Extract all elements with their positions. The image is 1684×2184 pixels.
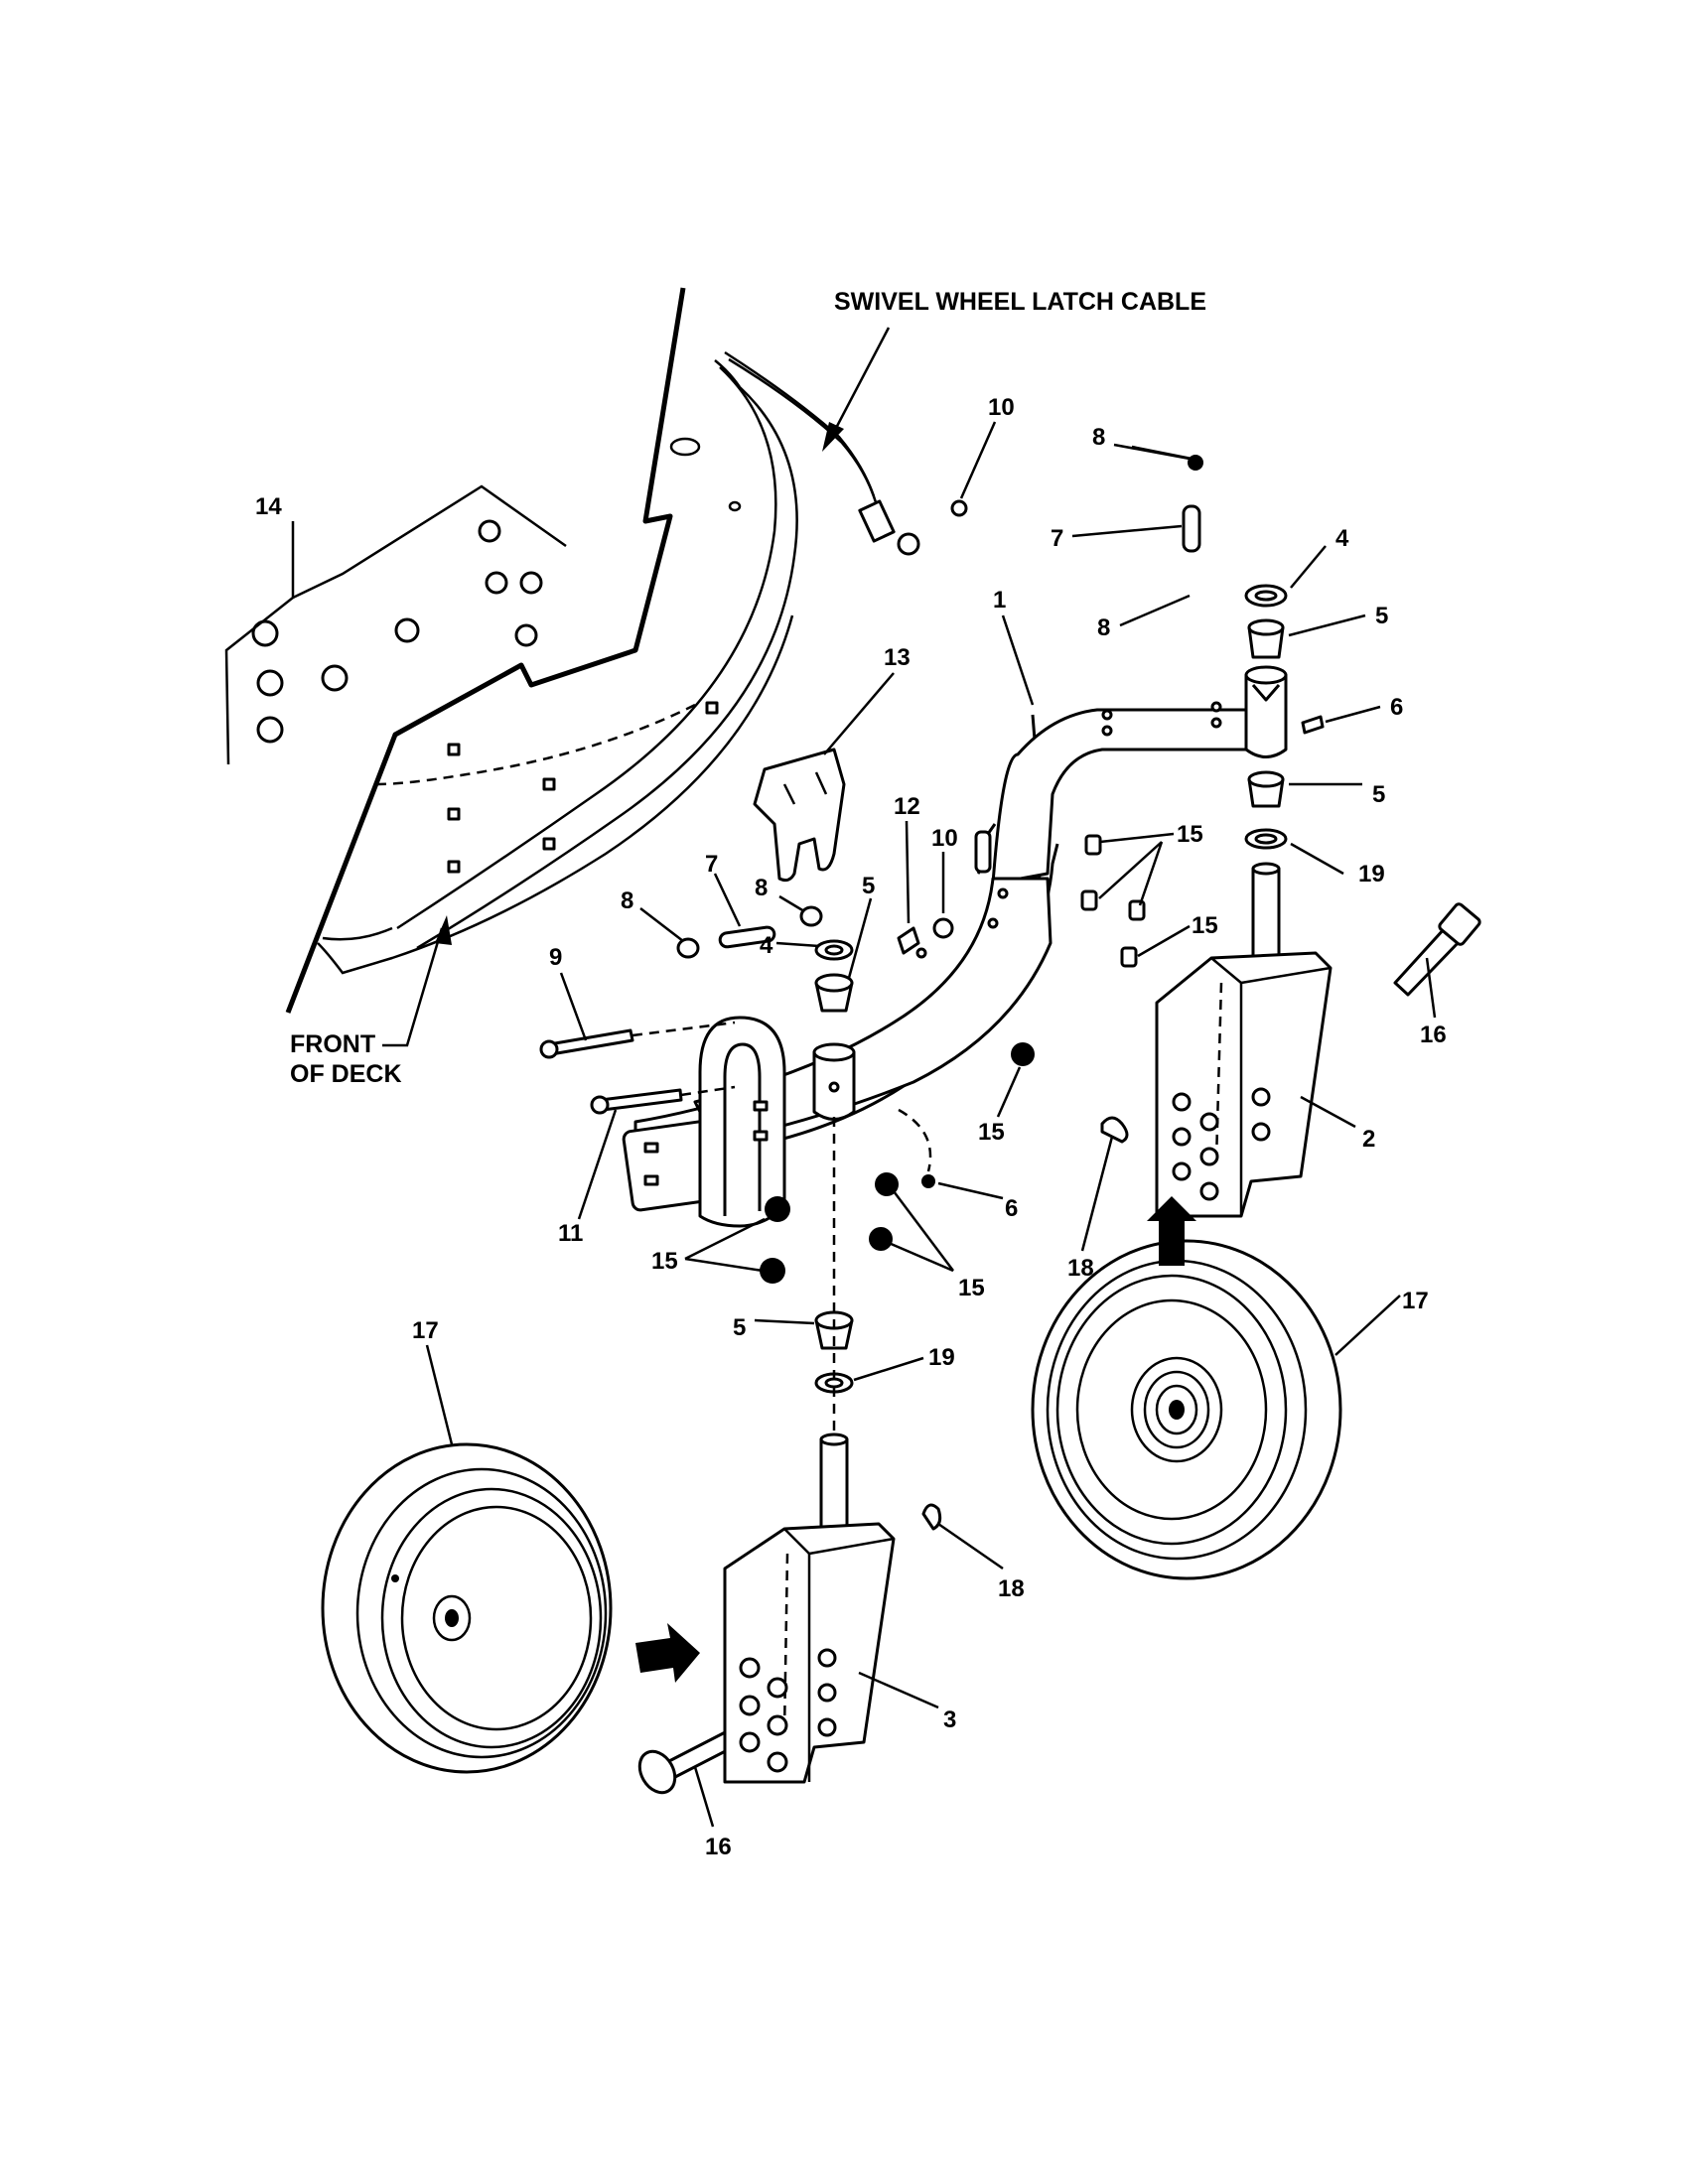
label-part-8-mid: 8 [755,875,768,901]
label-part-5-top: 5 [1375,603,1388,629]
arm-holes [915,701,1222,959]
label-part-10-mid: 10 [931,825,958,852]
caption-front-of-deck-line2: OF DECK [290,1060,402,1088]
label-part-5-mid: 5 [862,873,875,899]
label-part-6-mid: 6 [1005,1195,1018,1222]
deck-slots [447,701,719,874]
label-part-8-top: 8 [1092,424,1105,451]
label-part-17-left: 17 [412,1317,439,1344]
swivel-wheel-latch-cable [724,350,968,556]
arrow-up-icon [1147,1196,1196,1266]
label-part-15-right-lower: 15 [1192,912,1218,939]
part-number-labels: 1 2 3 4 4 5 5 5 5 6 6 7 7 8 8 8 8 9 10 1… [255,394,1447,1860]
label-part-2: 2 [1362,1126,1375,1153]
label-part-3: 3 [943,1706,956,1733]
label-part-6-top: 6 [1390,694,1403,721]
label-part-18-left: 18 [998,1575,1025,1602]
label-part-14: 14 [255,493,282,520]
label-part-10-top: 10 [988,394,1015,421]
lower-spindle-housing [812,1042,856,1121]
label-part-5-upper: 5 [1372,781,1385,808]
fork-left-holes [739,1648,837,1773]
caster-fork-right [1155,862,1333,1218]
upper-spindle-housing [1244,665,1288,758]
label-part-15-center: 15 [978,1119,1005,1146]
label-part-19-lower: 19 [928,1344,955,1371]
deck-mounting-bolts [251,519,543,744]
label-part-16-right: 16 [1420,1022,1447,1048]
label-part-13: 13 [884,644,911,671]
label-part-1: 1 [993,587,1006,614]
label-part-8-upper: 8 [1097,614,1110,641]
label-part-4-top: 4 [1335,525,1349,552]
fork-right-holes [1172,1087,1271,1201]
wheel-left [321,1442,613,1774]
label-part-15-left: 15 [651,1248,678,1275]
caption-front-of-deck-line1: FRONT [290,1030,375,1058]
label-part-4-mid: 4 [760,932,773,959]
label-part-15-lower-right: 15 [958,1275,985,1301]
caster-fork-left [723,1433,896,1784]
mower-deck-section [285,287,798,1014]
label-part-5-lower: 5 [733,1314,746,1341]
arrow-right-icon [635,1623,700,1683]
label-part-7-top: 7 [1051,525,1063,552]
label-part-18-right: 18 [1067,1255,1094,1282]
label-part-12: 12 [894,793,920,820]
label-part-8-left: 8 [621,887,633,914]
latch-bracket [753,748,846,883]
leader-lines [224,421,1437,1828]
label-part-15-right-upper: 15 [1177,821,1203,848]
wheel-right [1031,1239,1342,1580]
label-part-19-top: 19 [1358,861,1385,887]
caption-swivel-wheel-latch-cable: SWIVEL WHEEL LATCH CABLE [834,288,1206,316]
hardware [539,455,1481,1795]
label-part-7-mid: 7 [705,851,718,878]
label-part-11: 11 [558,1220,583,1247]
label-part-16-left: 16 [705,1834,732,1860]
label-part-9: 9 [549,944,562,971]
label-part-17-right: 17 [1402,1288,1429,1314]
